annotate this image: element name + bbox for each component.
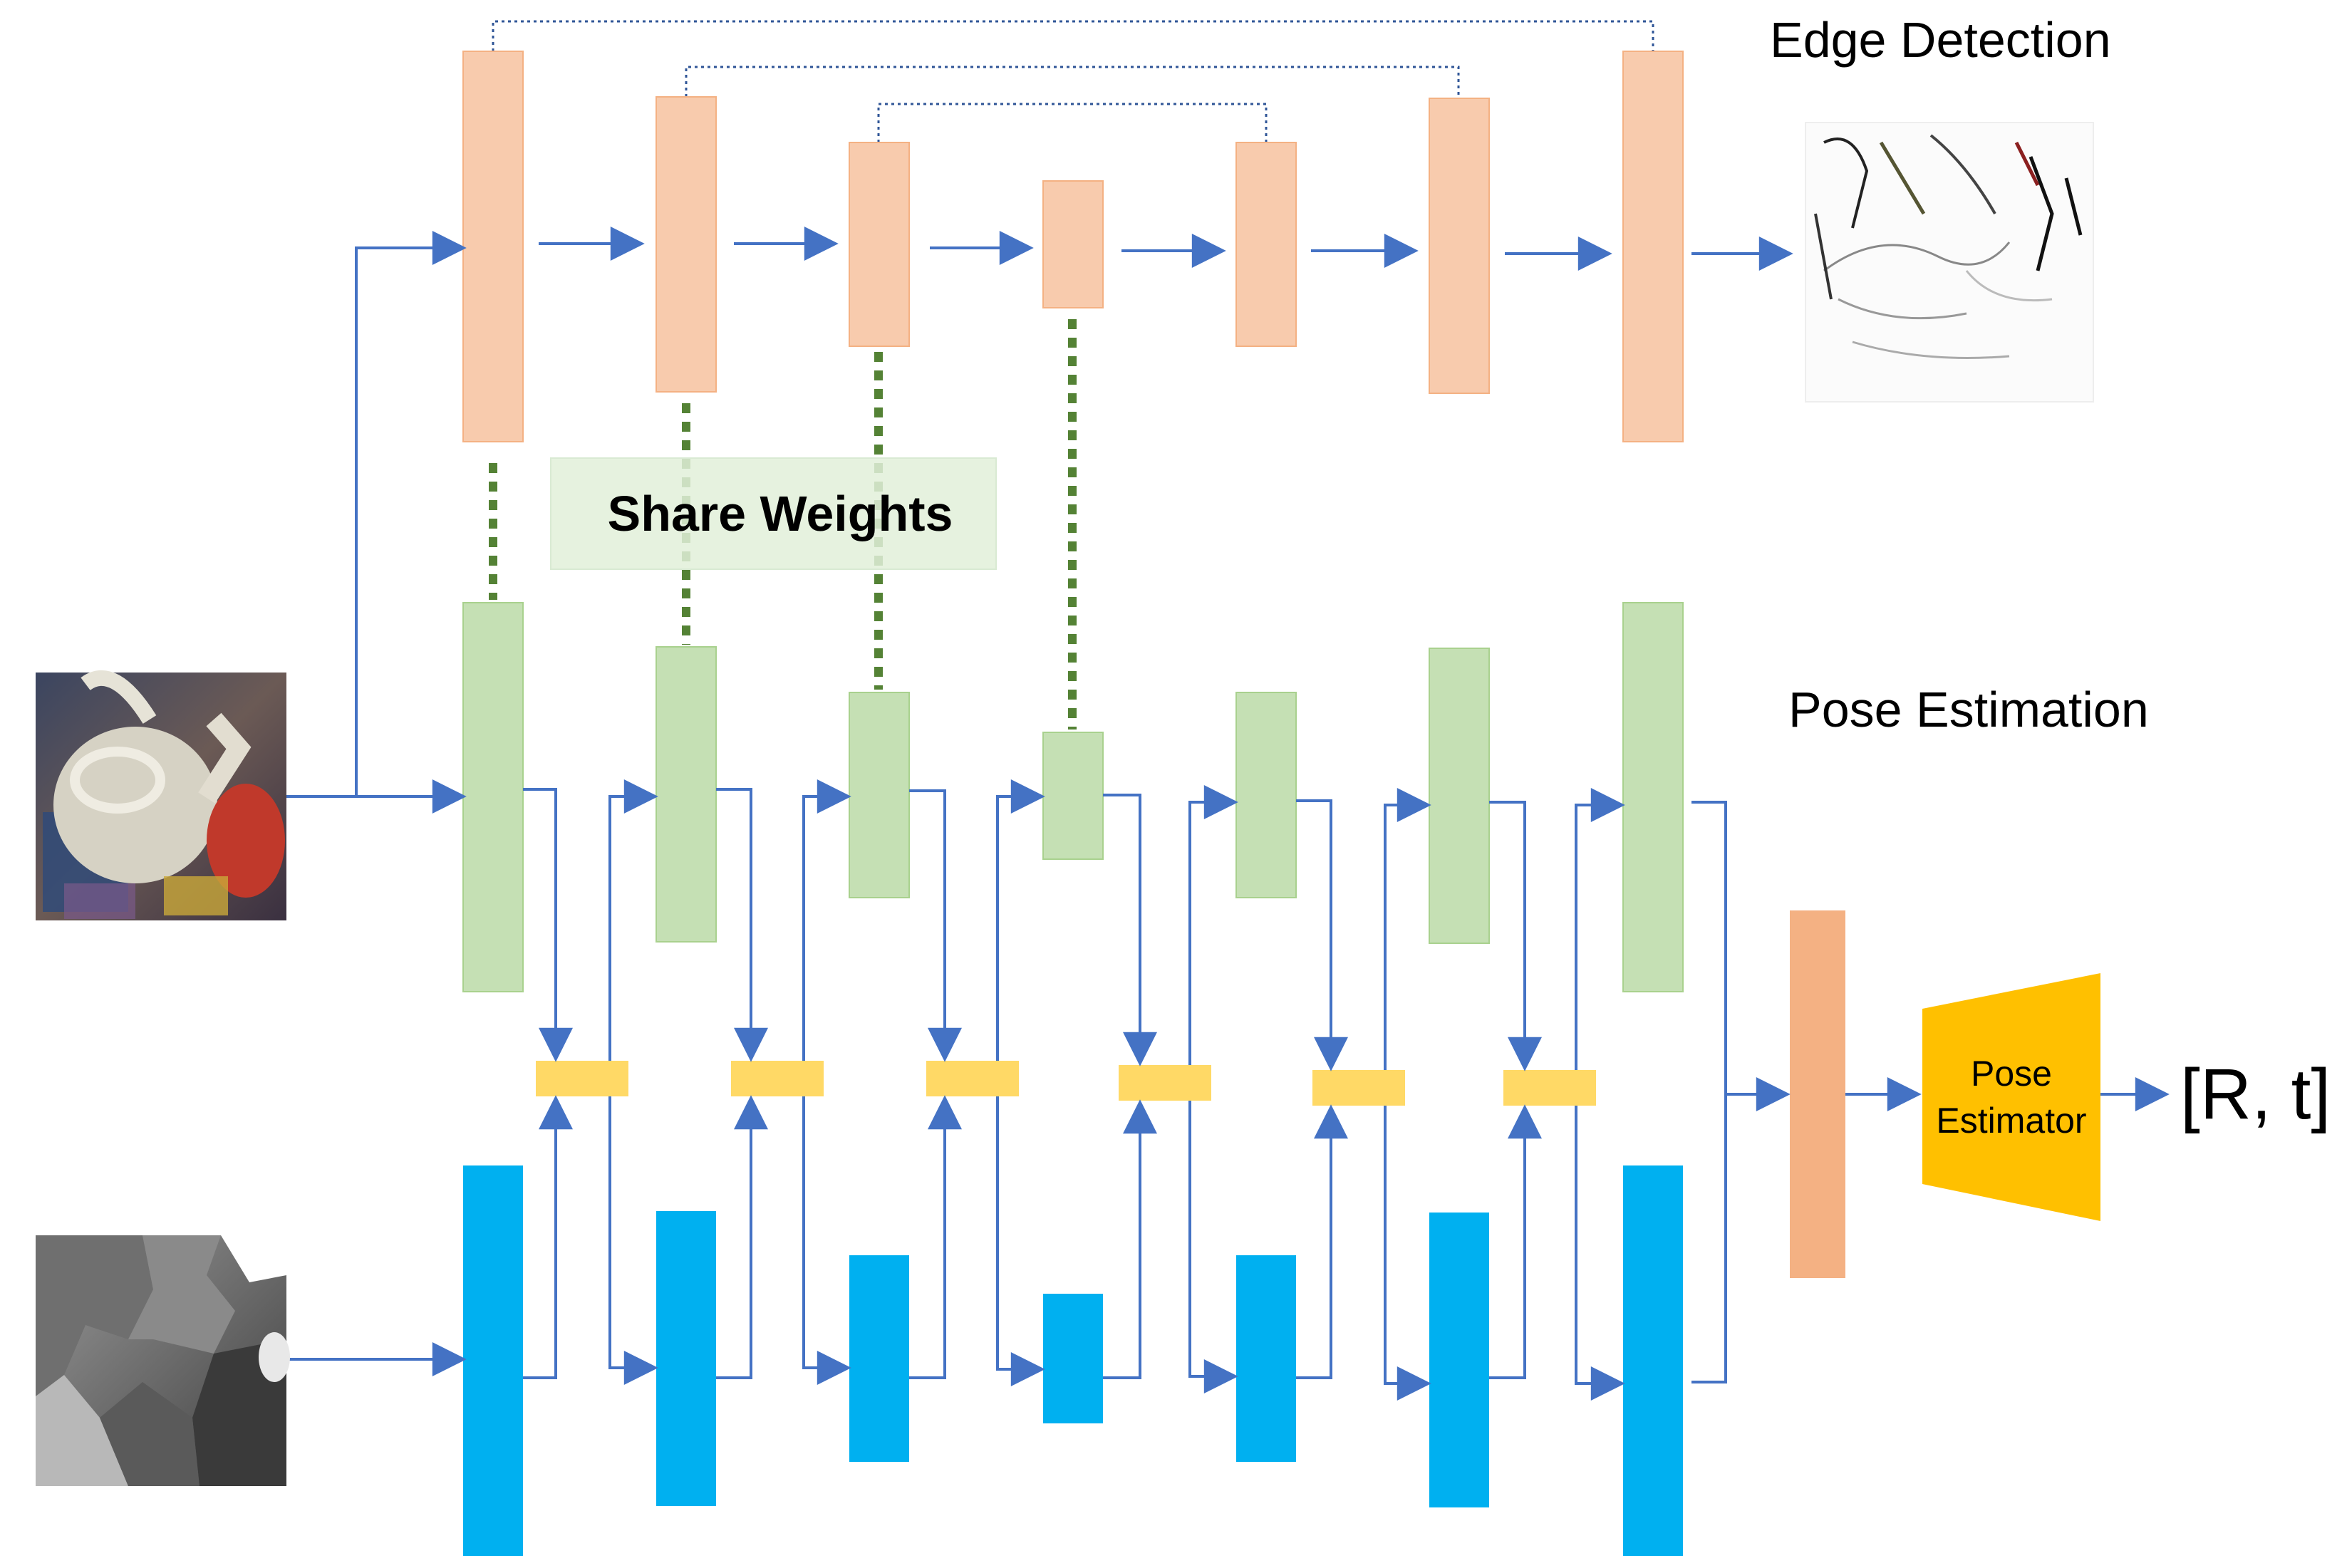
rgb-block-6 xyxy=(1429,648,1490,944)
fusion-block-6 xyxy=(1503,1070,1596,1106)
depth-block-4 xyxy=(1043,1294,1103,1423)
fusion6-to-rgb7 xyxy=(1575,788,1625,1070)
fusion1-to-rgb2 xyxy=(608,779,658,1061)
pose-estimation-label: Pose Estimation xyxy=(1788,682,2149,737)
fusion4-to-depth5 xyxy=(1188,1101,1238,1393)
fusion2-to-rgb3 xyxy=(802,779,851,1061)
depth-block-7 xyxy=(1623,1165,1683,1556)
fusion2-to-depth3 xyxy=(802,1096,851,1385)
rgb7-to-merge xyxy=(1691,801,1727,1383)
depth-block-2 xyxy=(656,1211,716,1506)
depth2-to-fusion2 xyxy=(716,1095,768,1379)
edge-block-7 xyxy=(1622,51,1684,442)
depth-block-6 xyxy=(1429,1213,1489,1507)
skip-connection-middle xyxy=(685,66,1460,97)
rgb6-to-fusion6 xyxy=(1489,801,1542,1071)
fusion5-to-rgb6 xyxy=(1384,788,1431,1070)
fusion6-to-depth7 xyxy=(1575,1106,1625,1401)
rgb-block-7 xyxy=(1622,602,1684,992)
fusion1-to-depth2 xyxy=(608,1096,658,1385)
depth-input-image xyxy=(36,1235,290,1486)
edge-block-5 xyxy=(1235,142,1297,347)
depth-stream xyxy=(463,1165,1683,1556)
fusion-block-3 xyxy=(926,1061,1019,1096)
depth5-to-fusion5 xyxy=(1296,1104,1348,1379)
fusion3-to-depth4 xyxy=(996,1096,1045,1386)
fusion-block-5 xyxy=(1312,1070,1405,1106)
fusion-block-4 xyxy=(1119,1065,1211,1101)
rgb-block-3 xyxy=(849,692,910,898)
output-label: [R, t] xyxy=(2180,1054,2331,1134)
depth6-to-fusion6 xyxy=(1489,1104,1542,1379)
skip-connection-outer xyxy=(492,20,1654,51)
edge-stream xyxy=(462,51,1684,442)
depth4-to-fusion4 xyxy=(1103,1099,1157,1379)
rgb1-to-fusion1 xyxy=(523,788,573,1062)
edge-block-4 xyxy=(1042,180,1104,308)
share-weights-box: Share Weights xyxy=(550,457,997,570)
rgb-block-5 xyxy=(1235,692,1297,898)
rgb-block-4 xyxy=(1042,732,1104,860)
rgb3-to-fusion3 xyxy=(909,789,962,1062)
fusion-block-2 xyxy=(731,1061,824,1096)
depth-block-1 xyxy=(463,1165,523,1556)
fusion-layer xyxy=(536,1061,1596,1106)
fusion4-to-rgb5 xyxy=(1188,785,1238,1065)
skip-connection-inner xyxy=(877,103,1268,142)
fusion3-to-rgb4 xyxy=(996,779,1045,1061)
edge-block-6 xyxy=(1429,98,1490,394)
pose-estimator: Pose Estimator xyxy=(1922,973,2100,1221)
depth3-to-fusion3 xyxy=(909,1095,962,1379)
rgb-stream xyxy=(462,602,1684,992)
rgb2-to-fusion2 xyxy=(716,788,768,1062)
rgb-block-2 xyxy=(656,646,717,943)
edge-block-3 xyxy=(849,142,910,347)
rgb-block-1 xyxy=(462,602,524,992)
rgb-input-image xyxy=(36,670,286,920)
edge-block-1 xyxy=(462,51,524,442)
fusion5-to-depth6 xyxy=(1384,1106,1431,1401)
connections xyxy=(286,227,2170,1401)
share-weights-label: Share Weights xyxy=(608,486,953,541)
edge-detection-label: Edge Detection xyxy=(1770,12,2111,68)
skip-connections xyxy=(492,20,1654,142)
fusion-block-1 xyxy=(536,1061,628,1096)
merge-block xyxy=(1790,910,1845,1278)
edge-block-2 xyxy=(656,96,717,393)
pose-estimator-label-line1: Pose xyxy=(1971,1054,2052,1094)
rgb4-to-fusion4 xyxy=(1103,794,1157,1066)
edge-map-output-image xyxy=(1805,122,2094,403)
depth-block-5 xyxy=(1236,1255,1296,1462)
depth1-to-fusion1 xyxy=(523,1095,573,1379)
rgb5-to-fusion5 xyxy=(1296,799,1348,1071)
pose-estimator-label-line2: Estimator xyxy=(1936,1101,2086,1141)
rgb-split-up xyxy=(355,231,467,796)
depth-block-3 xyxy=(849,1255,909,1462)
